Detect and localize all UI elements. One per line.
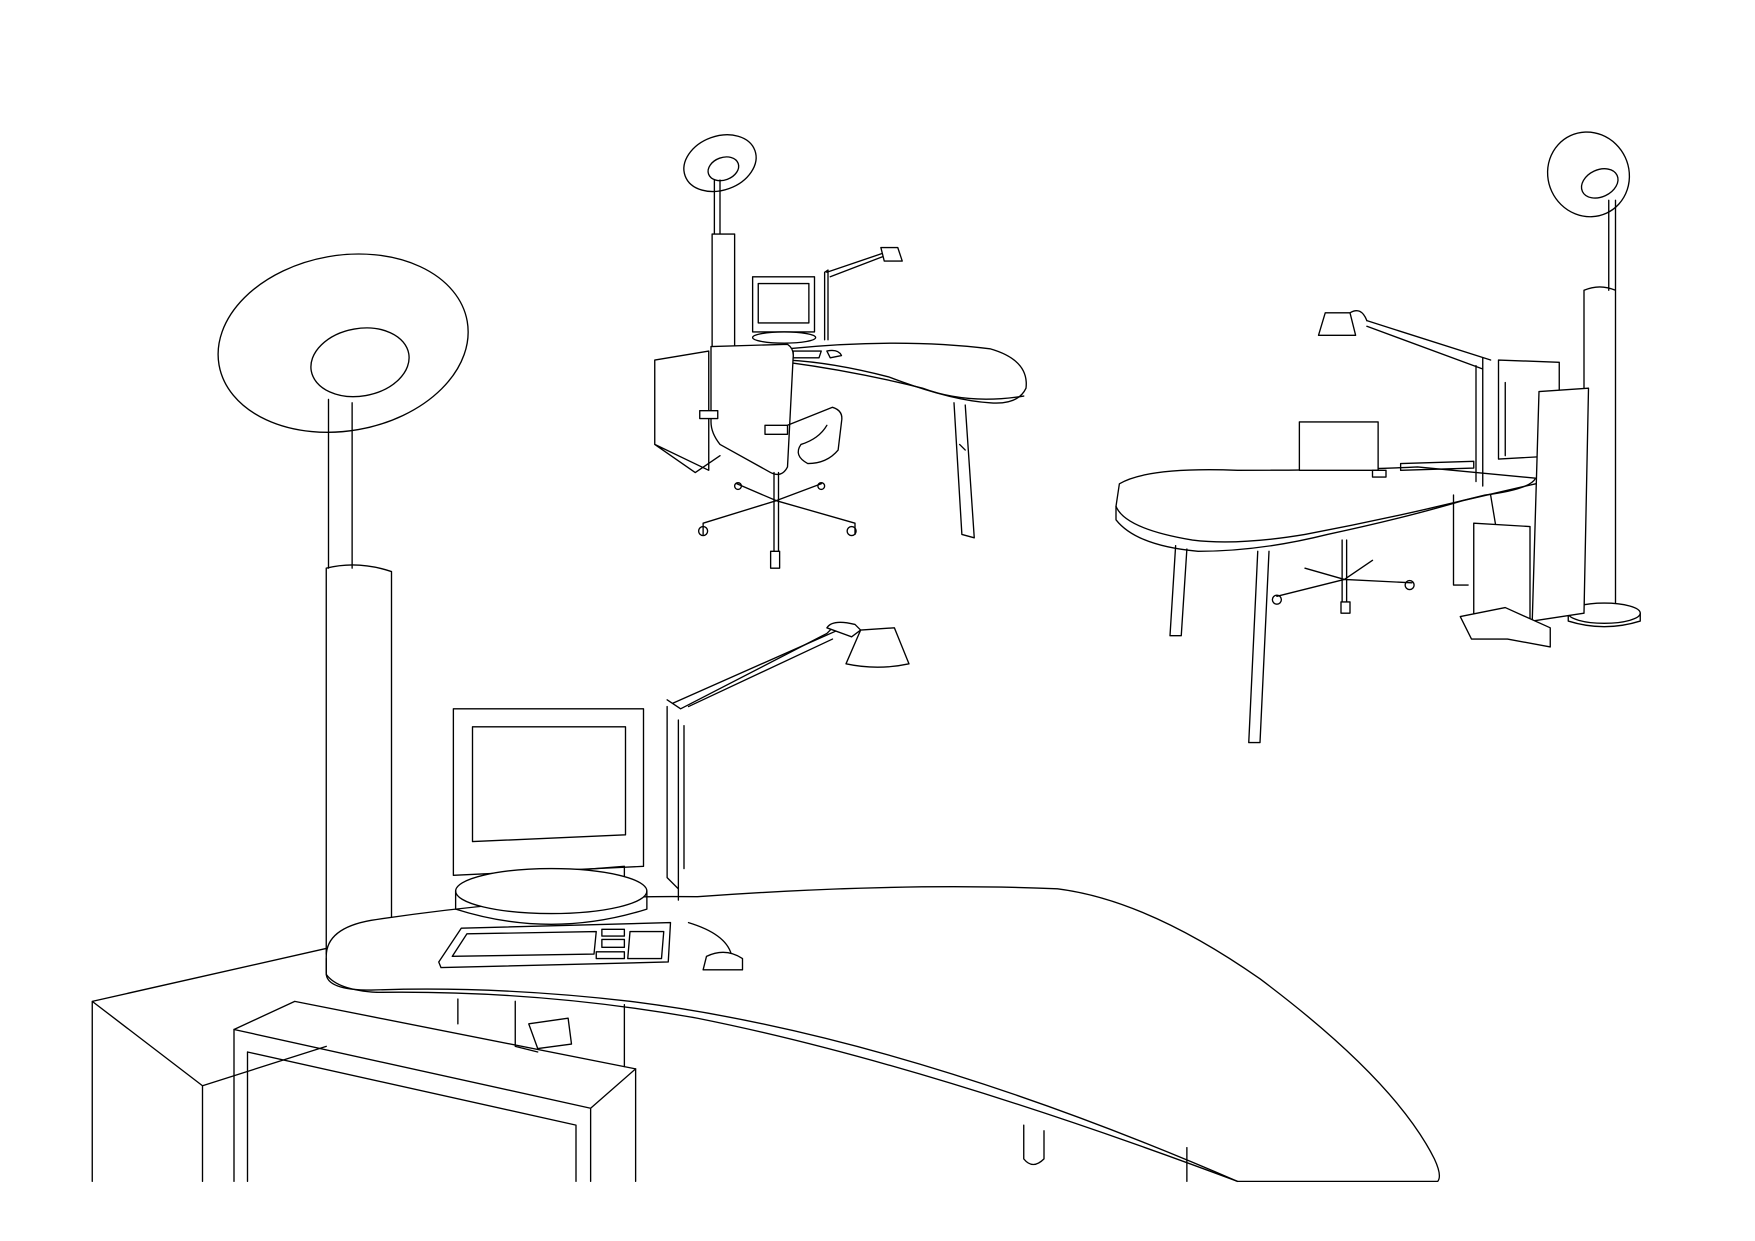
- middle-floor-lamp-icon: [683, 134, 757, 350]
- foreground-cabinet-icon: [91, 947, 637, 1183]
- middle-cabinet-icon: [654, 350, 721, 474]
- foreground-desk-lamp-icon: [666, 621, 910, 901]
- foreground-keyboard-icon: [438, 921, 672, 969]
- foreground-floor-lamp-icon: [217, 253, 469, 955]
- foreground-mouse-icon: [687, 921, 744, 971]
- right-cabinet-icon: [1452, 387, 1590, 648]
- right-desk-lamp-icon: [1317, 310, 1492, 487]
- right-desk-icon: [1115, 466, 1537, 744]
- middle-office-chair-icon: [697, 343, 857, 569]
- middle-monitor-icon: [751, 276, 843, 359]
- foreground-monitor-icon: [452, 708, 648, 925]
- middle-desk-lamp-icon: [823, 246, 903, 341]
- middle-desk-icon: [786, 342, 1027, 539]
- right-keyboard-icon: [1371, 460, 1475, 478]
